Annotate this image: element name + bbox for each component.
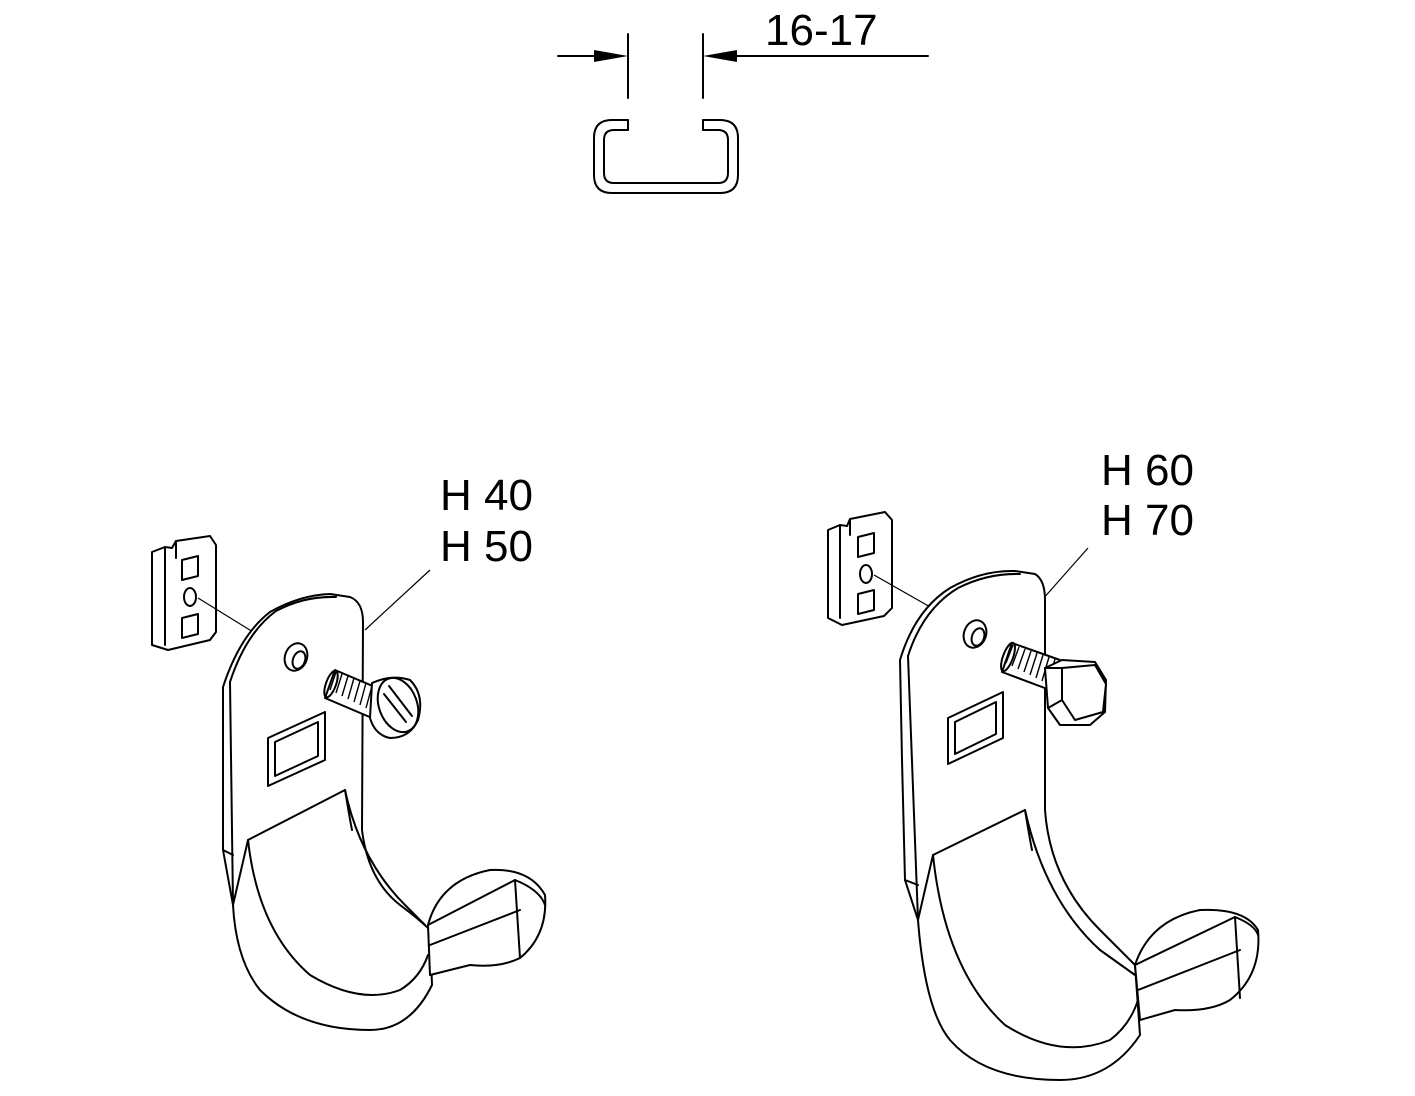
bracket-right-label-2: H 70 (1101, 496, 1194, 545)
bracket-right: H 60 H 70 (827, 446, 1260, 1081)
channel-nut-right (827, 511, 933, 626)
hook-body-right (899, 569, 1260, 1081)
hook-body-left (222, 593, 547, 1031)
channel-nut-left (151, 535, 259, 651)
hex-bolt-right (1000, 641, 1107, 726)
leader-line-left (364, 569, 431, 631)
channel-dimension: 16-17 (557, 6, 929, 99)
dimension-label: 16-17 (765, 6, 878, 55)
arrow-right (703, 50, 737, 62)
arrow-left (594, 50, 628, 62)
c-channel-profile (593, 119, 739, 194)
leader-line-right (1041, 547, 1089, 601)
bracket-right-label-1: H 60 (1101, 446, 1194, 495)
slotted-screw-left (323, 669, 422, 739)
bracket-left: H 40 H 50 (151, 471, 547, 1031)
bracket-left-label-1: H 40 (440, 471, 533, 520)
bracket-left-label-2: H 50 (440, 522, 533, 571)
